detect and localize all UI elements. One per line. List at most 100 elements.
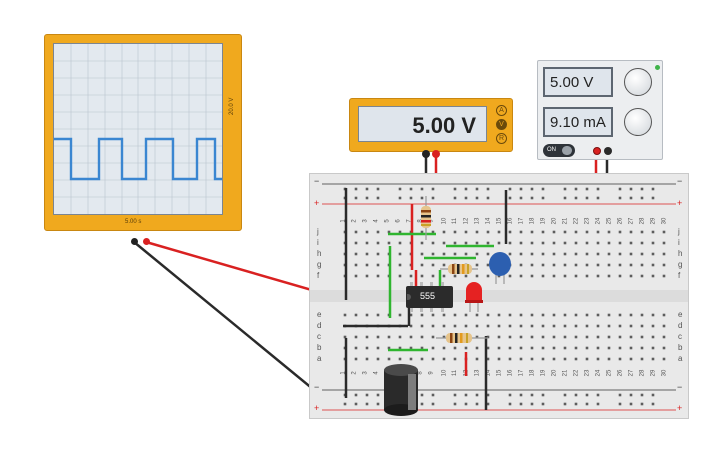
breadboard-hole[interactable] <box>453 241 457 245</box>
breadboard-hole[interactable] <box>464 274 468 278</box>
rail-hole[interactable] <box>409 187 413 191</box>
rail-hole[interactable] <box>508 393 512 397</box>
breadboard-hole[interactable] <box>420 335 424 339</box>
breadboard-hole[interactable] <box>519 346 523 350</box>
breadboard-hole[interactable] <box>563 346 567 350</box>
breadboard-hole[interactable] <box>508 313 512 317</box>
rail-hole[interactable] <box>431 402 435 406</box>
breadboard-hole[interactable] <box>662 241 666 245</box>
rail-hole[interactable] <box>618 393 622 397</box>
rail-hole[interactable] <box>618 187 622 191</box>
breadboard-hole[interactable] <box>596 252 600 256</box>
rail-hole[interactable] <box>629 187 633 191</box>
breadboard-hole[interactable] <box>365 263 369 267</box>
breadboard-hole[interactable] <box>497 241 501 245</box>
breadboard-hole[interactable] <box>618 346 622 350</box>
breadboard-hole[interactable] <box>508 241 512 245</box>
breadboard-hole[interactable] <box>662 346 666 350</box>
breadboard-hole[interactable] <box>585 313 589 317</box>
rail-hole[interactable] <box>629 196 633 200</box>
current-knob[interactable] <box>624 108 652 136</box>
breadboard-hole[interactable] <box>486 335 490 339</box>
breadboard-hole[interactable] <box>420 252 424 256</box>
breadboard-hole[interactable] <box>354 263 358 267</box>
breadboard-hole[interactable] <box>475 252 479 256</box>
breadboard-hole[interactable] <box>486 274 490 278</box>
breadboard-hole[interactable] <box>420 324 424 328</box>
breadboard-hole[interactable] <box>530 230 534 234</box>
breadboard-hole[interactable] <box>442 313 446 317</box>
breadboard-hole[interactable] <box>530 357 534 361</box>
rail-hole[interactable] <box>563 393 567 397</box>
breadboard-hole[interactable] <box>563 313 567 317</box>
breadboard-hole[interactable] <box>453 346 457 350</box>
rail-hole[interactable] <box>541 402 545 406</box>
breadboard-hole[interactable] <box>409 357 413 361</box>
rail-hole[interactable] <box>376 393 380 397</box>
breadboard-hole[interactable] <box>475 335 479 339</box>
breadboard-hole[interactable] <box>662 252 666 256</box>
rail-hole[interactable] <box>398 187 402 191</box>
breadboard-hole[interactable] <box>420 274 424 278</box>
breadboard-hole[interactable] <box>398 263 402 267</box>
breadboard-hole[interactable] <box>563 263 567 267</box>
breadboard-hole[interactable] <box>497 313 501 317</box>
breadboard-hole[interactable] <box>486 357 490 361</box>
breadboard-hole[interactable] <box>453 357 457 361</box>
breadboard-hole[interactable] <box>475 357 479 361</box>
breadboard-hole[interactable] <box>651 313 655 317</box>
breadboard-hole[interactable] <box>574 335 578 339</box>
rail-hole[interactable] <box>640 196 644 200</box>
breadboard-hole[interactable] <box>552 335 556 339</box>
breadboard-hole[interactable] <box>376 263 380 267</box>
rail-hole[interactable] <box>376 187 380 191</box>
breadboard-hole[interactable] <box>475 346 479 350</box>
psu-power-button[interactable]: ON <box>543 144 575 157</box>
breadboard-hole[interactable] <box>420 263 424 267</box>
breadboard-hole[interactable] <box>409 263 413 267</box>
rail-hole[interactable] <box>464 393 468 397</box>
oscilloscope[interactable]: 20.0 V 5.00 s <box>44 34 242 231</box>
breadboard-hole[interactable] <box>552 274 556 278</box>
breadboard-hole[interactable] <box>475 241 479 245</box>
breadboard-hole[interactable] <box>585 252 589 256</box>
rail-hole[interactable] <box>420 196 424 200</box>
ic-555-timer[interactable]: 555 <box>406 286 453 308</box>
breadboard-hole[interactable] <box>464 324 468 328</box>
breadboard-hole[interactable] <box>508 357 512 361</box>
rail-hole[interactable] <box>585 196 589 200</box>
breadboard-hole[interactable] <box>640 241 644 245</box>
rail-hole[interactable] <box>596 187 600 191</box>
rail-hole[interactable] <box>343 187 347 191</box>
breadboard-hole[interactable] <box>354 274 358 278</box>
breadboard-hole[interactable] <box>442 252 446 256</box>
breadboard-hole[interactable] <box>541 357 545 361</box>
rail-hole[interactable] <box>563 187 567 191</box>
breadboard-hole[interactable] <box>618 324 622 328</box>
breadboard-hole[interactable] <box>453 324 457 328</box>
breadboard-hole[interactable] <box>409 324 413 328</box>
breadboard-hole[interactable] <box>541 274 545 278</box>
breadboard-hole[interactable] <box>629 263 633 267</box>
breadboard-hole[interactable] <box>387 263 391 267</box>
breadboard-hole[interactable] <box>596 346 600 350</box>
breadboard-hole[interactable] <box>453 335 457 339</box>
breadboard-hole[interactable] <box>519 335 523 339</box>
rail-hole[interactable] <box>365 196 369 200</box>
breadboard-hole[interactable] <box>563 241 567 245</box>
breadboard-hole[interactable] <box>486 313 490 317</box>
breadboard-hole[interactable] <box>640 274 644 278</box>
rail-hole[interactable] <box>640 393 644 397</box>
breadboard-hole[interactable] <box>365 313 369 317</box>
breadboard-hole[interactable] <box>651 241 655 245</box>
breadboard-hole[interactable] <box>387 335 391 339</box>
rail-hole[interactable] <box>585 187 589 191</box>
rail-hole[interactable] <box>343 196 347 200</box>
breadboard-hole[interactable] <box>387 274 391 278</box>
breadboard-hole[interactable] <box>409 252 413 256</box>
breadboard-hole[interactable] <box>585 230 589 234</box>
breadboard-hole[interactable] <box>563 252 567 256</box>
rail-hole[interactable] <box>596 196 600 200</box>
breadboard-hole[interactable] <box>409 230 413 234</box>
rail-hole[interactable] <box>640 187 644 191</box>
